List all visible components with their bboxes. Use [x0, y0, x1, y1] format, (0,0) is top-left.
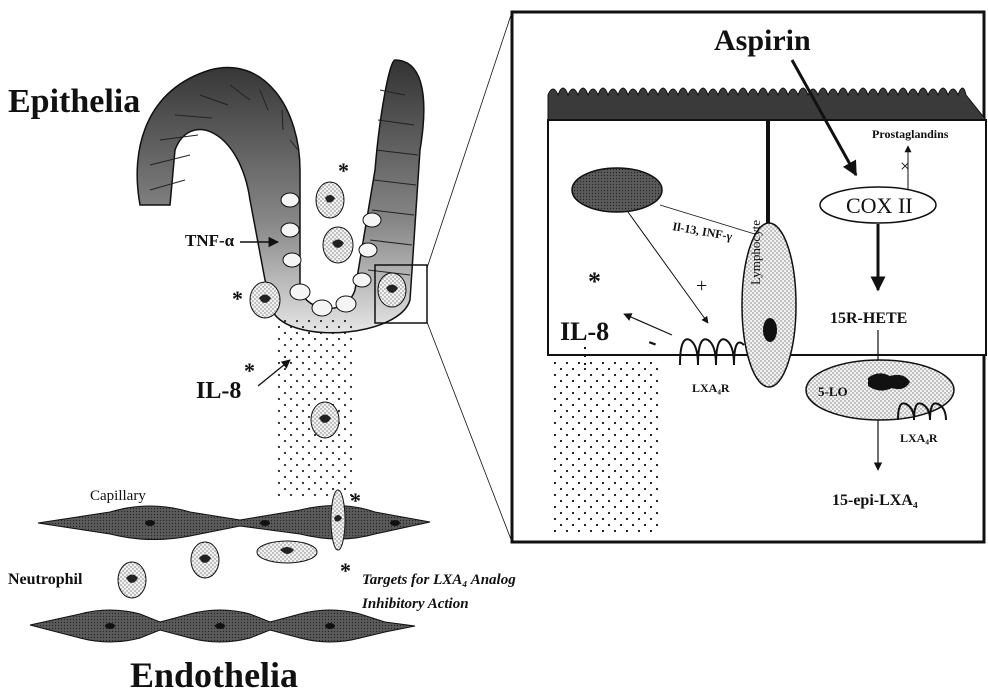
neutrophil-cell: [311, 402, 339, 438]
targets-label-line2: Inhibitory Action: [361, 596, 469, 612]
plus-sign: +: [696, 275, 707, 297]
epi-lxa4-label: 15-epi-LXA₄: [832, 492, 918, 509]
brush-border: [548, 88, 986, 120]
endothelium-layer: [30, 610, 415, 642]
aspirin-label: Aspirin: [714, 24, 811, 57]
capillary-asterisk: *: [350, 488, 361, 513]
neutrophil-cell: [331, 490, 345, 550]
neutrophil-cell: [316, 182, 344, 218]
neutrophil-cell: [250, 282, 280, 318]
basolateral-il8-dots: [550, 362, 660, 532]
targets-label-line1: Targets for LXA₄ Analog: [362, 572, 516, 588]
targets-asterisk: *: [340, 558, 351, 583]
neutrophil-label: Neutrophil: [8, 571, 83, 588]
five-lo-label: 5-LO: [818, 384, 848, 399]
lymphocyte-label: Lymphocyte: [748, 220, 763, 285]
neutrophil-cell: [118, 562, 146, 598]
neutrophil-cell: [257, 541, 317, 563]
lxa4r-right-label: LXA₄R: [900, 431, 938, 445]
capillary-label: Capillary: [90, 488, 146, 504]
epithelia-label: Epithelia: [8, 83, 140, 120]
il8-asterisk: *: [244, 358, 255, 383]
inset-il8-asterisk: *: [588, 267, 601, 296]
zoom-line: [427, 12, 512, 268]
neutrophil-cell: [323, 227, 353, 263]
nucleus: [572, 168, 662, 212]
prostaglandins-blocked: ×: [900, 156, 910, 176]
neutrophil-cell: [378, 273, 406, 307]
tnf-alpha-label: TNF-α: [185, 231, 235, 250]
zoom-line: [427, 322, 512, 542]
cox2-label: COX II: [846, 193, 913, 218]
endothelia-label: Endothelia: [130, 655, 298, 693]
prostaglandins-label: Prostaglandins: [872, 127, 949, 141]
crypt-asterisk: *: [232, 286, 243, 311]
hete-label: 15R-HETE: [830, 310, 907, 327]
il8-label: IL-8: [196, 378, 241, 404]
lxa4r-left-label: LXA₄R: [692, 381, 730, 395]
capillary-endothelium: [38, 505, 430, 539]
inset-il8-label: IL-8: [560, 317, 609, 346]
neutrophil-cell: [191, 542, 219, 578]
crypt-asterisk: *: [338, 158, 349, 183]
